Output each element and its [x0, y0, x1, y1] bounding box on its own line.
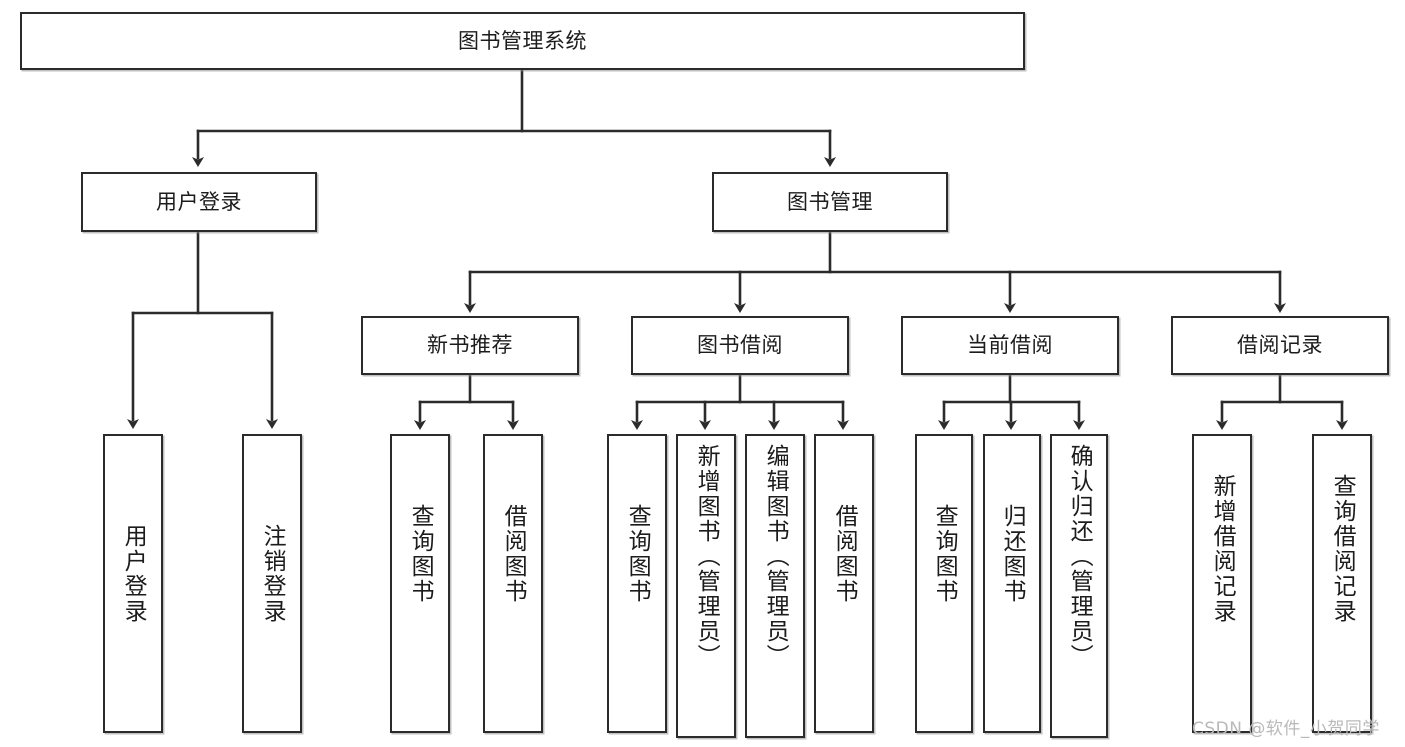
- leaf-return-book[interactable]: 归还图书: [983, 434, 1041, 733]
- leaf-query-borrow-record[interactable]: 查询借阅记录: [1312, 434, 1372, 733]
- leaf-query-book-2-label: 查询图书: [624, 504, 651, 604]
- leaf-add-book-admin[interactable]: 新增图书（管理员）: [676, 434, 736, 738]
- leaf-user-login-label: 用户登录: [120, 524, 147, 624]
- leaf-add-borrow-record-label: 新增借阅记录: [1209, 474, 1236, 624]
- leaf-edit-book-admin[interactable]: 编辑图书（管理员）: [745, 434, 805, 738]
- node-borrow-record[interactable]: 借阅记录: [1171, 316, 1389, 375]
- leaf-logout-login[interactable]: 注销登录: [242, 434, 302, 733]
- leaf-return-book-label: 归还图书: [999, 504, 1026, 604]
- leaf-confirm-return-admin[interactable]: 确认归还（管理员）: [1050, 434, 1108, 738]
- node-user-login[interactable]: 用户登录: [81, 172, 317, 232]
- node-book-manage-label: 图书管理: [787, 189, 873, 214]
- leaf-edit-book-admin-label: 编辑图书（管理员）: [762, 444, 789, 669]
- leaf-query-book-1[interactable]: 查询图书: [390, 434, 450, 733]
- leaf-add-borrow-record[interactable]: 新增借阅记录: [1192, 434, 1252, 733]
- node-new-book-recommend-label: 新书推荐: [427, 333, 513, 358]
- leaf-confirm-return-admin-label: 确认归还（管理员）: [1066, 444, 1093, 669]
- node-root[interactable]: 图书管理系统: [20, 12, 1025, 70]
- node-current-borrow[interactable]: 当前借阅: [901, 316, 1119, 375]
- leaf-borrow-book-1-label: 借阅图书: [500, 504, 527, 604]
- node-user-login-label: 用户登录: [156, 189, 242, 214]
- node-book-borrow-label: 图书借阅: [697, 333, 783, 358]
- node-borrow-record-label: 借阅记录: [1237, 333, 1323, 358]
- node-book-manage[interactable]: 图书管理: [712, 172, 948, 232]
- leaf-query-borrow-record-label: 查询借阅记录: [1329, 474, 1356, 624]
- node-new-book-recommend[interactable]: 新书推荐: [361, 316, 579, 375]
- leaf-query-book-1-label: 查询图书: [407, 504, 434, 604]
- node-root-label: 图书管理系统: [458, 28, 587, 53]
- leaf-borrow-book-2[interactable]: 借阅图书: [814, 434, 874, 733]
- leaf-add-book-admin-label: 新增图书（管理员）: [693, 444, 720, 669]
- node-current-borrow-label: 当前借阅: [967, 333, 1053, 358]
- leaf-query-book-3-label: 查询图书: [931, 504, 958, 604]
- leaf-query-book-2[interactable]: 查询图书: [607, 434, 667, 733]
- leaf-borrow-book-2-label: 借阅图书: [831, 504, 858, 604]
- leaf-borrow-book-1[interactable]: 借阅图书: [483, 434, 543, 733]
- leaf-query-book-3[interactable]: 查询图书: [915, 434, 973, 733]
- leaf-logout-login-label: 注销登录: [259, 524, 286, 624]
- node-book-borrow[interactable]: 图书借阅: [631, 316, 849, 375]
- leaf-user-login[interactable]: 用户登录: [103, 434, 163, 733]
